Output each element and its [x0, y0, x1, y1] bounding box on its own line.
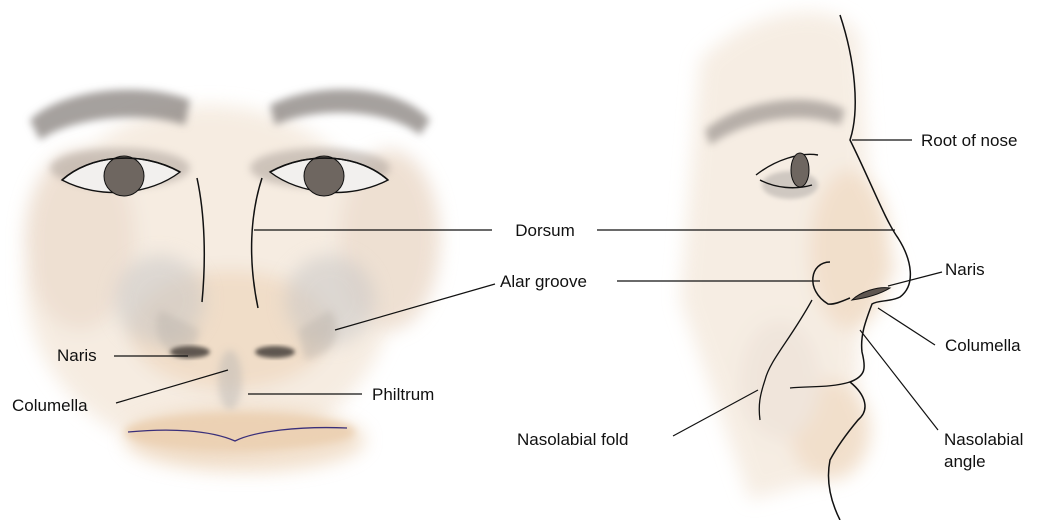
- leader-nasolabial-angle: [860, 330, 938, 430]
- label-columella-side: Columella: [945, 336, 1021, 355]
- label-nasolabial-fold: Nasolabial fold: [517, 430, 629, 449]
- leader-columella-side: [878, 308, 935, 345]
- label-alar-groove: Alar groove: [500, 272, 587, 291]
- label-root-of-nose: Root of nose: [921, 131, 1017, 150]
- label-nasolabial-angle-line2: angle: [944, 452, 986, 471]
- label-columella-front: Columella: [12, 396, 88, 415]
- label-philtrum: Philtrum: [372, 385, 434, 404]
- label-naris-front: Naris: [57, 346, 97, 365]
- profile-face-illustration: [680, 12, 910, 520]
- label-dorsum: Dorsum: [515, 221, 575, 240]
- label-naris-side: Naris: [945, 260, 985, 279]
- label-nasolabial-angle-line1: Nasolabial: [944, 430, 1023, 449]
- front-lips: [125, 414, 355, 450]
